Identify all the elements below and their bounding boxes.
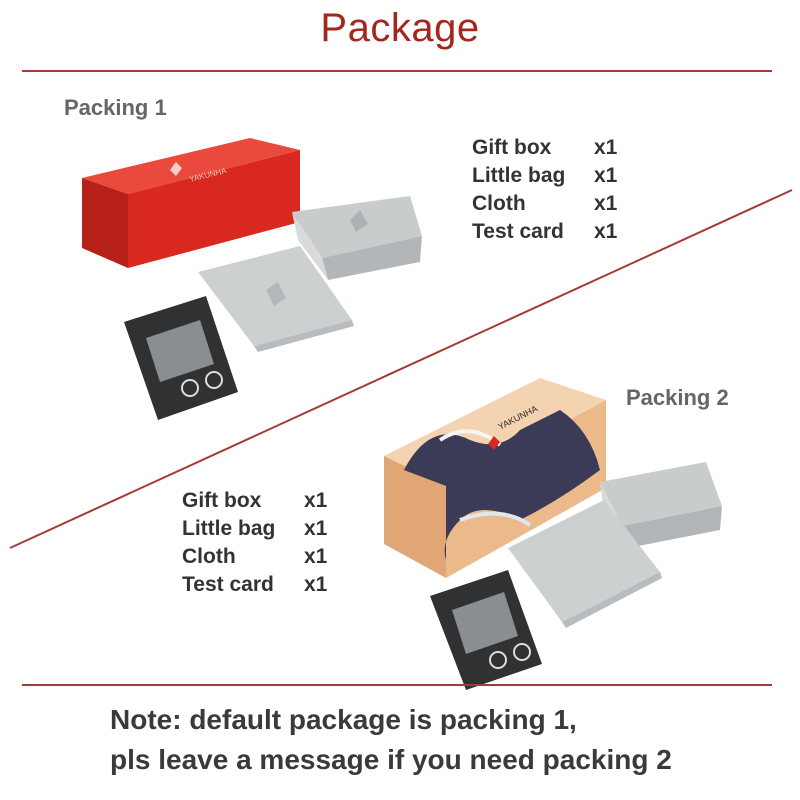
wave-gift-box-image: YAKUNHA bbox=[384, 378, 606, 578]
note-line-2: pls leave a message if you need packing … bbox=[110, 744, 672, 775]
packing-2-item-list: Gift box x1 Little bag x1 Cloth x1 Test … bbox=[182, 487, 327, 599]
list-item: Test card x1 bbox=[472, 220, 618, 243]
red-gift-box-image: YAKUNHA bbox=[82, 138, 300, 268]
list-item: Cloth x1 bbox=[472, 192, 618, 215]
test-card-image bbox=[124, 296, 238, 420]
package-note: Note: default package is packing 1, pls … bbox=[110, 700, 672, 780]
list-item: Little bag x1 bbox=[472, 164, 618, 187]
packing-1-label: Packing 1 bbox=[64, 95, 167, 120]
packing-1-item-list: Gift box x1 Little bag x1 Cloth x1 Test … bbox=[472, 134, 617, 246]
list-item: Little bag x1 bbox=[182, 517, 328, 540]
cloth-image bbox=[508, 500, 662, 628]
top-divider bbox=[22, 70, 772, 72]
list-item: Gift box x1 bbox=[182, 489, 328, 512]
cloth-image bbox=[198, 246, 354, 352]
note-line-1: Note: default package is packing 1, bbox=[110, 704, 577, 735]
packing-2-label: Packing 2 bbox=[626, 385, 729, 410]
list-item: Gift box x1 bbox=[472, 136, 618, 159]
test-card-image bbox=[430, 570, 542, 690]
little-bag-image bbox=[292, 196, 422, 280]
bottom-divider bbox=[22, 684, 772, 686]
list-item: Cloth x1 bbox=[182, 545, 328, 568]
page-title: Package bbox=[320, 6, 480, 50]
list-item: Test card x1 bbox=[182, 573, 328, 596]
